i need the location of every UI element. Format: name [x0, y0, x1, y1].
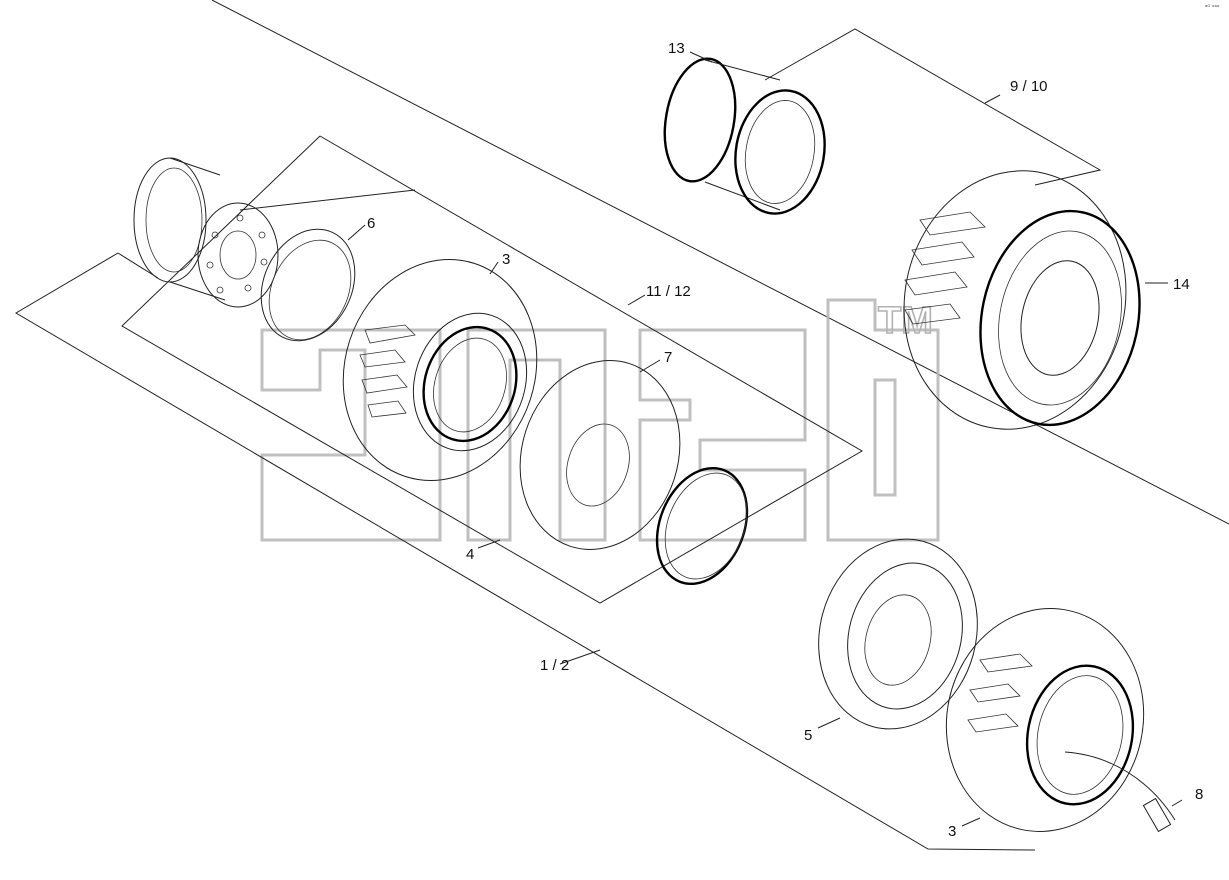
flap-4 [655, 466, 749, 586]
callout-11-12: 11 / 12 [646, 283, 691, 300]
bracket-11-12 [121, 135, 863, 604]
callout-1-2: 1 / 2 [540, 657, 569, 674]
callout-8: 8 [1195, 786, 1203, 803]
tyre-3-bottom [945, 608, 1145, 832]
watermark-tm: TM [878, 300, 933, 342]
callout-14: 14 [1173, 276, 1190, 293]
wheel-rim [133, 157, 279, 308]
spacer-ring-6 [260, 228, 356, 342]
rim-13 [663, 57, 826, 215]
callout-13: 13 [668, 40, 685, 57]
tyre-3-top [342, 259, 538, 481]
callout-6: 6 [367, 215, 375, 232]
callout-7: 7 [664, 349, 672, 366]
divider-line [211, 0, 1229, 525]
callout-5: 5 [804, 727, 812, 744]
valve-8 [1064, 751, 1176, 833]
callout-4: 4 [466, 546, 474, 563]
tube-5 [818, 538, 978, 730]
wheel-14 [903, 170, 1141, 430]
callout-9-10: 9 / 10 [1010, 78, 1048, 95]
bracket-6 [239, 189, 416, 241]
watermark: TM [260, 298, 940, 542]
bracket-9-10 [764, 28, 1102, 186]
callout-3-bottom: 3 [948, 823, 956, 840]
corner-mark: ᵃᴳ ᵒᵒᵒ [1205, 4, 1220, 11]
callout-3-top: 3 [502, 251, 510, 268]
leader-lines [477, 51, 1183, 827]
tube-7 [519, 360, 681, 550]
bracket-1-2 [15, 252, 1036, 851]
